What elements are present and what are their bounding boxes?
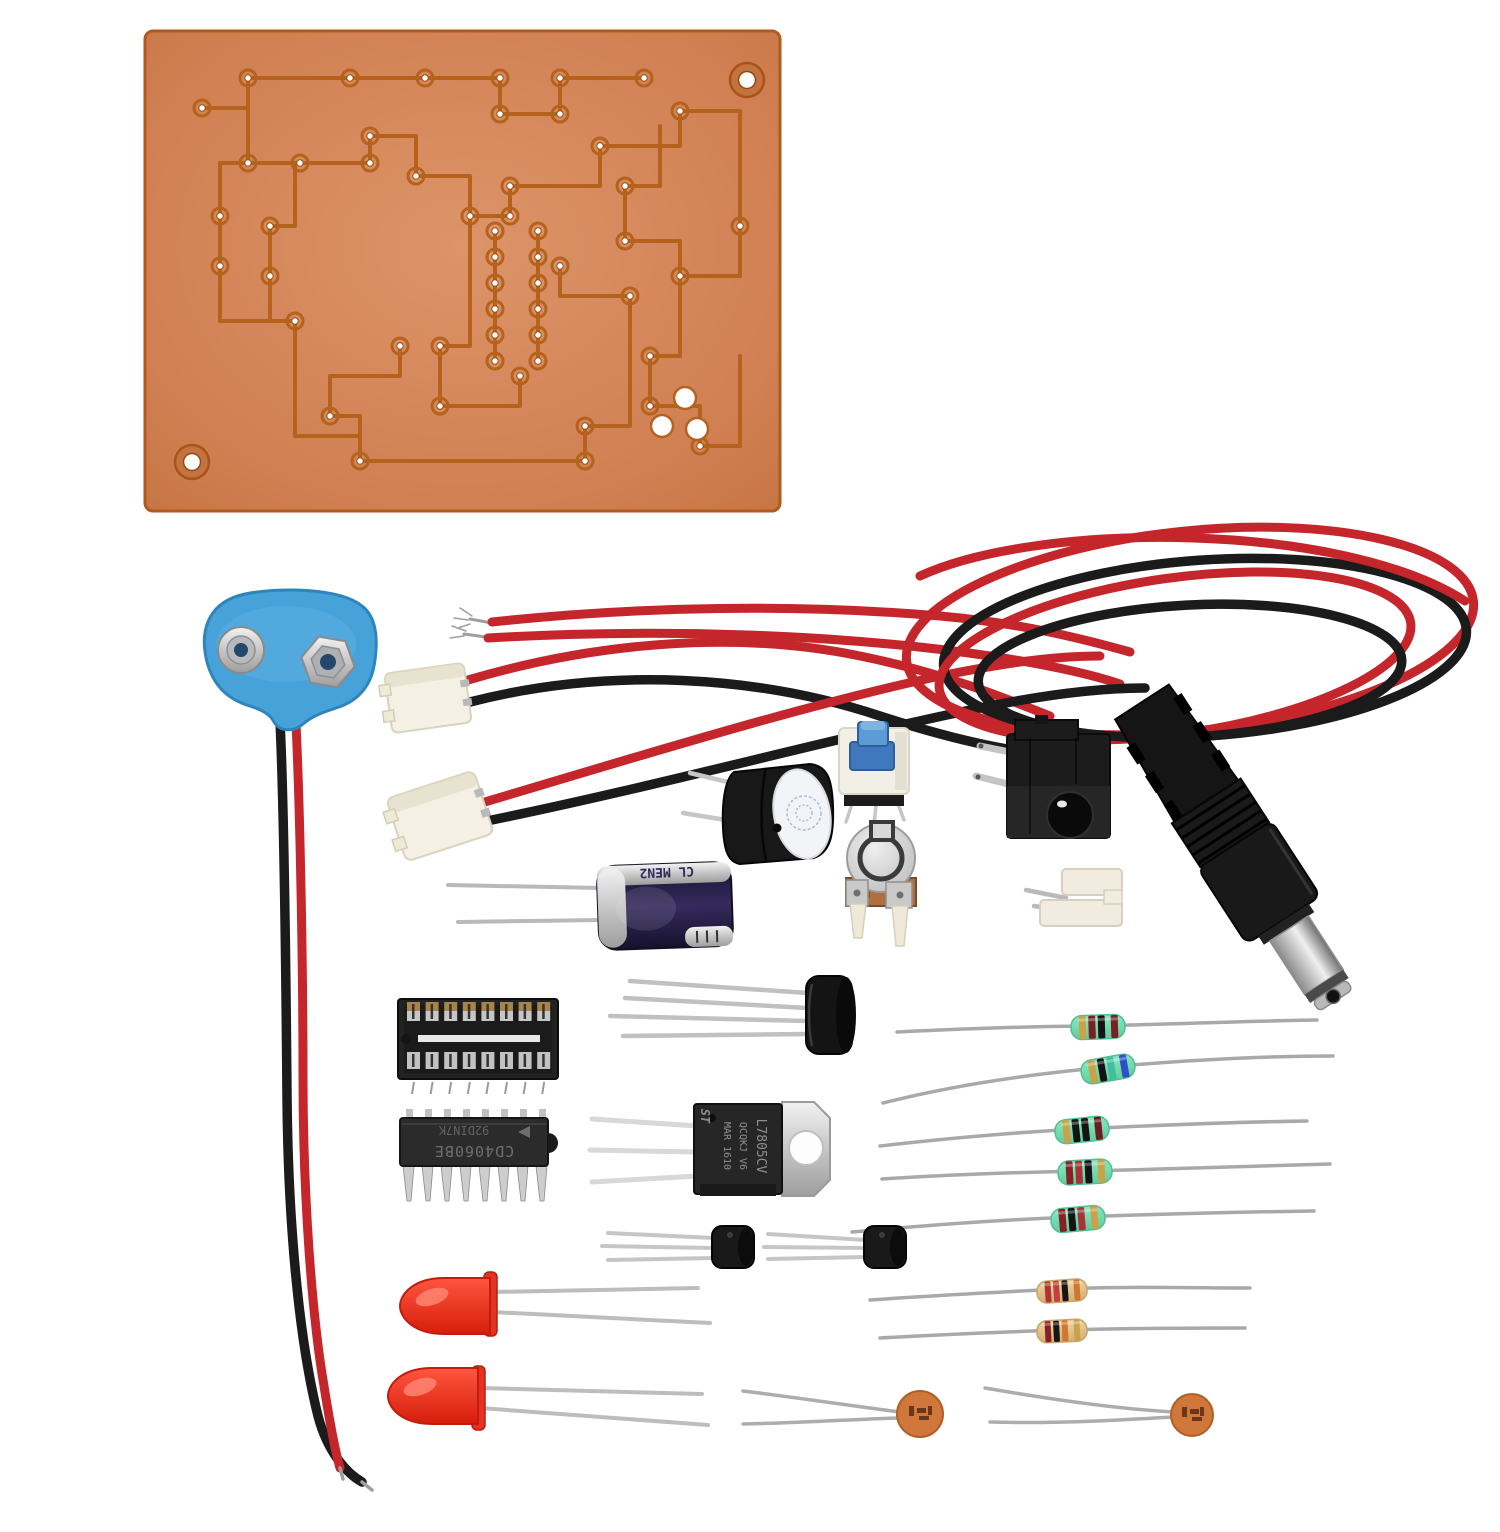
trimmer-potentiometer — [845, 820, 917, 947]
dc-jack-hole — [1046, 791, 1094, 839]
pcb-drill-holes — [649, 385, 710, 442]
buzzer-label — [772, 768, 832, 860]
voltage-regulator: L7805CV QCQKJ V6 MAR 1610 ST — [587, 1101, 831, 1197]
metal-film-resistor-3 — [1054, 1115, 1110, 1145]
led-1 — [398, 1271, 712, 1337]
dc-plug — [1113, 683, 1352, 1011]
potentiometer-legs — [845, 879, 913, 947]
metal-film-resistor-4 — [1057, 1158, 1113, 1186]
pcb-pads — [192, 68, 750, 471]
wire-harness — [377, 522, 1479, 861]
ceramic-capacitor-2 — [983, 1386, 1214, 1437]
logic-ic: CD4060BE 92DIN7K — [399, 1109, 558, 1202]
ceramic-capacitor-1 — [741, 1389, 944, 1438]
regulator-marking-line2: QCQKJ V6 — [737, 1122, 748, 1170]
carbon-resistor-2 — [1036, 1318, 1088, 1344]
battery-clip-terminal-hex — [300, 635, 356, 689]
tactile-switch — [838, 721, 910, 826]
battery-clip-terminal-stud — [217, 626, 265, 674]
stripped-wire-tips — [449, 607, 494, 639]
regulator-brand: ST — [698, 1109, 712, 1124]
wire-coil — [901, 522, 1479, 745]
electrolytic-capacitor: CL MEN2 — [446, 861, 734, 951]
regulator-marking-line1: L7805CV — [753, 1119, 768, 1174]
metal-film-resistor-1 — [1070, 1013, 1126, 1041]
battery-clip — [202, 588, 378, 1492]
led-2 — [386, 1365, 710, 1431]
capacitor-marking: CL MEN2 — [639, 863, 694, 880]
ic-socket — [397, 998, 559, 1095]
carbon-resistor-1 — [1036, 1278, 1088, 1304]
product-photo: CL MEN2 CD4060BE 92DIN7K — [40, 16, 1500, 1516]
pcb-board — [143, 29, 782, 513]
battery-clip-shell — [202, 588, 378, 732]
jst-connector-lower — [382, 771, 494, 861]
bridge-rectifier — [607, 975, 856, 1055]
metal-film-resistors — [850, 1013, 1335, 1234]
carbon-film-resistors — [868, 1278, 1252, 1344]
jst-connector-upper — [377, 662, 473, 734]
metal-film-resistor-5 — [1050, 1204, 1106, 1234]
transistor-1 — [600, 1225, 755, 1269]
dc-jack — [972, 715, 1111, 839]
pcb-mounting-holes — [173, 61, 766, 481]
pin-header — [1023, 868, 1123, 927]
pcb-traces — [200, 76, 742, 463]
ic-marking-line1: CD4060BE — [434, 1142, 514, 1160]
regulator-marking-line3: MAR 1610 — [721, 1122, 732, 1170]
ic-marking-line2: 92DIN7K — [438, 1123, 489, 1137]
buzzer — [680, 762, 835, 866]
battery-clip-wires — [275, 716, 374, 1492]
metal-film-resistor-2 — [1080, 1053, 1136, 1085]
transistor-2 — [762, 1225, 907, 1269]
